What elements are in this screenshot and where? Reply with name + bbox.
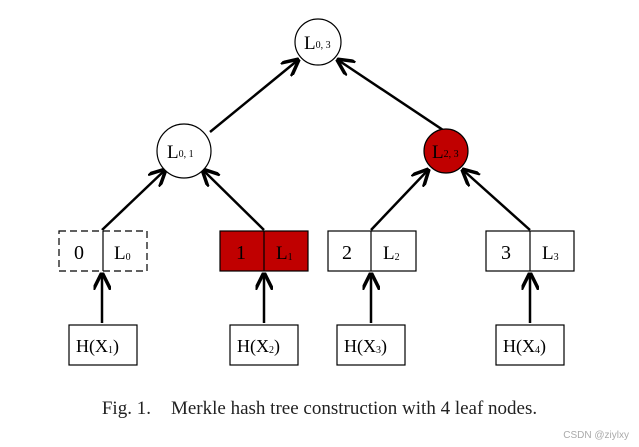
- hash-2-sub: 2: [269, 345, 274, 356]
- edge-leaf0-to-left: [101, 170, 165, 231]
- hash-4-label: H(X: [503, 336, 535, 357]
- hash-4-close: ): [540, 336, 546, 357]
- internal-right-label: L: [432, 142, 444, 163]
- hash-3-close: ): [381, 336, 387, 357]
- svg-text:L2: L2: [383, 243, 400, 264]
- leaf-3-index: 3: [501, 242, 511, 264]
- hash-node-2: H(X2): [229, 324, 299, 366]
- svg-text:H(X4): H(X4): [503, 336, 546, 357]
- hash-node-4: H(X4): [495, 324, 565, 366]
- edge-leaf1-to-left: [203, 170, 265, 231]
- hash-2-label: H(X: [237, 336, 269, 357]
- svg-text:H(X2): H(X2): [237, 336, 280, 357]
- leaf-0-label: L: [114, 243, 126, 264]
- root-node: L0, 3: [294, 18, 342, 66]
- svg-text:H(X3): H(X3): [344, 336, 387, 357]
- leaf-node-2: 2 L2: [327, 230, 417, 272]
- hash-3-label: H(X: [344, 336, 376, 357]
- edge-leaf3-to-right: [463, 170, 531, 231]
- hash-node-3: H(X3): [336, 324, 406, 366]
- leaf-1-index: 1: [236, 242, 246, 264]
- svg-text:L0: L0: [114, 243, 131, 264]
- hash-1-sub: 1: [108, 345, 113, 356]
- internal-left-label: L: [167, 142, 179, 163]
- internal-node-left: L0, 1: [156, 123, 212, 179]
- hash-3-sub: 3: [376, 345, 381, 356]
- hash-1-close: ): [113, 336, 119, 357]
- svg-text:H(X1): H(X1): [76, 336, 119, 357]
- edge-leaf2-to-right: [370, 170, 428, 231]
- leaf-3-sub: 3: [554, 252, 559, 263]
- leaf-3-label: L: [542, 243, 554, 264]
- hash-node-1: H(X1): [68, 324, 138, 366]
- leaf-node-1: 1 L1: [219, 230, 309, 272]
- svg-text:L1: L1: [276, 243, 293, 264]
- edge-left-to-root: [209, 60, 298, 133]
- leaf-2-sub: 2: [395, 252, 400, 263]
- leaf-0-sub: 0: [126, 252, 131, 263]
- edge-right-to-root: [338, 60, 447, 134]
- leaf-2-label: L: [383, 243, 395, 264]
- figure-caption: Fig. 1. Merkle hash tree construction wit…: [0, 398, 639, 420]
- internal-left-sub: 0, 1: [179, 149, 194, 160]
- hash-1-label: H(X: [76, 336, 108, 357]
- svg-text:L0, 1: L0, 1: [167, 142, 194, 163]
- caption-text: Merkle hash tree construction with 4 lea…: [170, 398, 538, 419]
- leaf-node-3: 3 L3: [485, 230, 575, 272]
- internal-right-sub: 2, 3: [444, 149, 459, 160]
- leaf-1-label: L: [276, 243, 288, 264]
- root-sub: 0, 3: [316, 40, 331, 51]
- svg-text:L2, 3: L2, 3: [432, 142, 459, 163]
- leaf-1-sub: 1: [288, 252, 293, 263]
- internal-node-right: L2, 3: [423, 128, 469, 174]
- watermark: CSDN @ziylxy: [563, 430, 629, 441]
- leaf-node-0: 0 L0: [58, 230, 148, 272]
- leaf-0-index: 0: [74, 242, 84, 264]
- svg-text:L3: L3: [542, 243, 559, 264]
- hash-4-sub: 4: [535, 345, 540, 356]
- figure-number: Fig. 1.: [101, 398, 151, 419]
- root-label: L: [304, 33, 316, 54]
- leaf-2-index: 2: [342, 242, 352, 264]
- merkle-tree-diagram: L0, 3 L0, 1 L2, 3 0 L0 1 L1 2 L2 3 L3: [58, 18, 575, 366]
- hash-2-close: ): [274, 336, 280, 357]
- svg-text:L0, 3: L0, 3: [304, 33, 331, 54]
